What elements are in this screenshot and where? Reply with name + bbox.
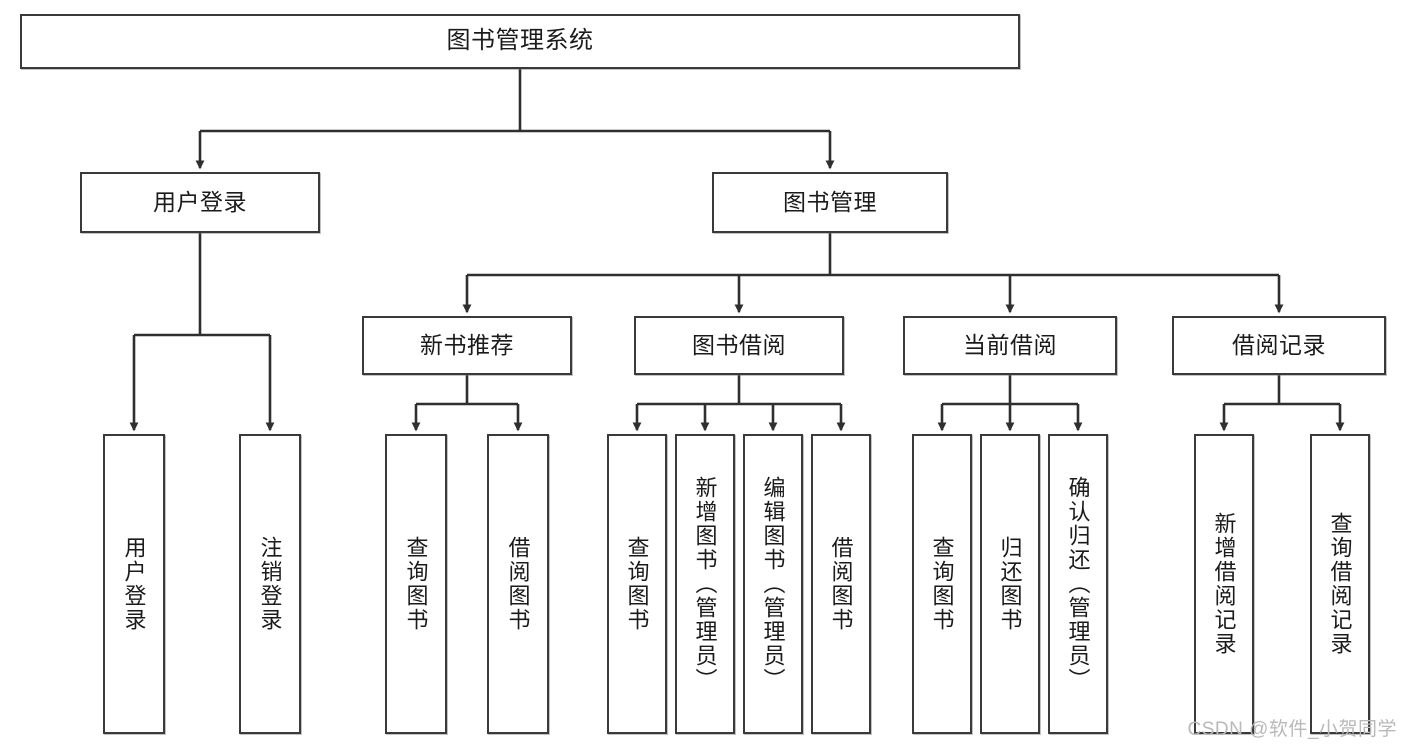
leaf-current-borrow-confirm-return-admin[interactable]: 确认归还（管理员） — [1048, 434, 1108, 734]
node-root-system[interactable]: 图书管理系统 — [20, 14, 1020, 69]
node-new-book-recommend[interactable]: 新书推荐 — [362, 316, 572, 375]
leaf-book-borrow-query-book[interactable]: 查询图书 — [607, 434, 667, 734]
leaf-book-borrow-borrow-book[interactable]: 借阅图书 — [811, 434, 871, 734]
leaf-user-login-login[interactable]: 用户登录 — [103, 434, 165, 734]
leaf-current-borrow-return-book[interactable]: 归还图书 — [980, 434, 1040, 734]
leaf-new-book-query-book[interactable]: 查询图书 — [385, 434, 447, 734]
leaf-borrow-record-add-record[interactable]: 新增借阅记录 — [1194, 434, 1254, 734]
node-borrow-record[interactable]: 借阅记录 — [1172, 316, 1386, 375]
node-current-borrow[interactable]: 当前借阅 — [903, 316, 1117, 375]
leaf-new-book-borrow-book[interactable]: 借阅图书 — [487, 434, 549, 734]
leaf-book-borrow-add-book-admin[interactable]: 新增图书（管理员） — [675, 434, 735, 734]
node-user-login[interactable]: 用户登录 — [80, 172, 320, 233]
node-book-borrow[interactable]: 图书借阅 — [634, 316, 844, 375]
watermark-csdn: CSDN @软件_小贺同学 — [1187, 719, 1397, 740]
leaf-user-login-logout[interactable]: 注销登录 — [239, 434, 301, 734]
leaf-borrow-record-query-record[interactable]: 查询借阅记录 — [1310, 434, 1370, 734]
leaf-book-borrow-edit-book-admin[interactable]: 编辑图书（管理员） — [743, 434, 803, 734]
leaf-current-borrow-query-book[interactable]: 查询图书 — [912, 434, 972, 734]
node-book-management[interactable]: 图书管理 — [712, 172, 948, 233]
